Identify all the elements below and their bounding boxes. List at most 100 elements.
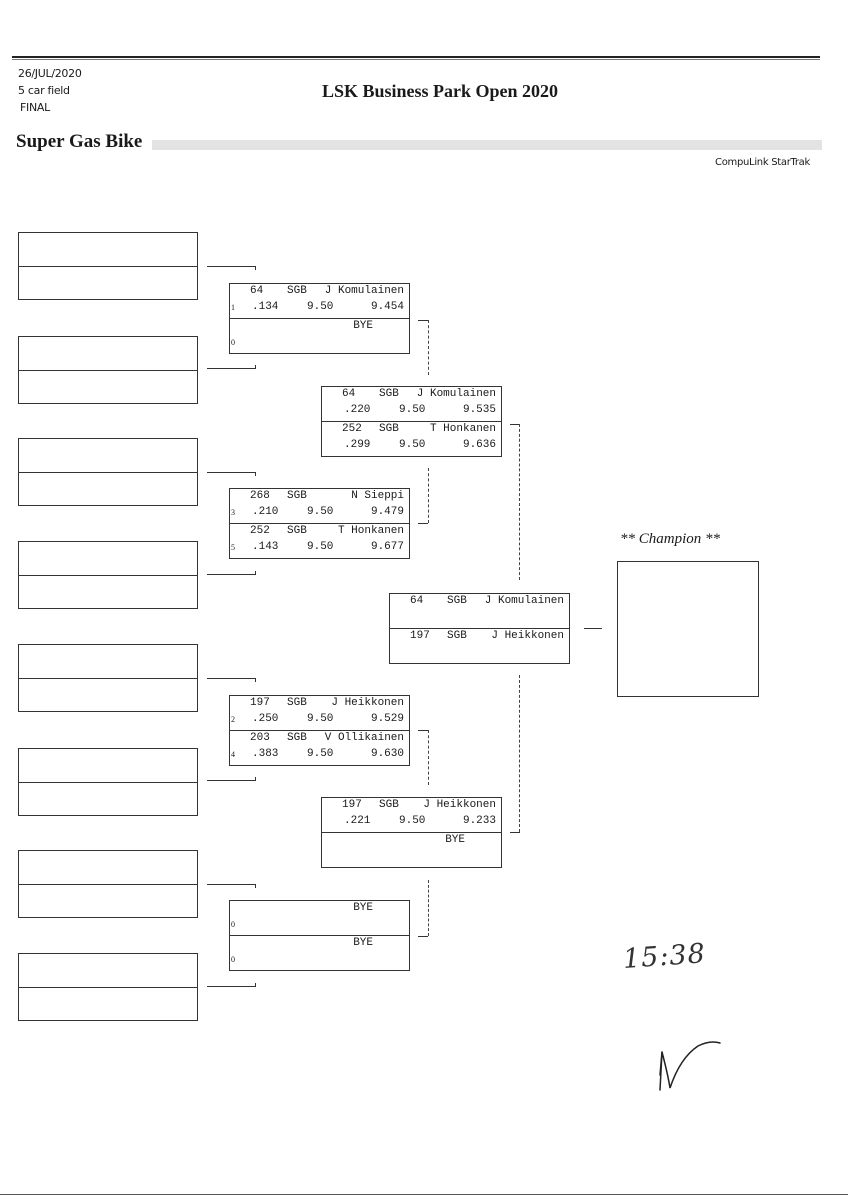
elapsed-time: 9.630 — [370, 748, 404, 760]
class-code: SGB — [447, 595, 467, 607]
dial-in: 9.50 — [399, 815, 426, 827]
dial-in: 9.50 — [307, 713, 334, 725]
bike-number: 252 — [250, 525, 270, 537]
elapsed-time: 9.529 — [370, 713, 404, 725]
entry-slot-line — [19, 233, 197, 267]
elapsed-time: 9.454 — [370, 301, 404, 313]
lane-entry: 2 197 SGB J Heikkonen .250 9.50 9.529 — [230, 696, 409, 730]
rider-name: J Komulainen — [324, 285, 404, 297]
class-code: SGB — [379, 799, 399, 811]
signature-drawing — [659, 1041, 721, 1091]
connector-line — [418, 730, 428, 731]
lane-number: 4 — [231, 750, 235, 759]
signature — [659, 1041, 721, 1091]
bracket-connector — [207, 472, 256, 476]
elapsed-time: 9.479 — [370, 506, 404, 518]
top-rule — [12, 56, 820, 60]
elapsed-time: 9.535 — [462, 404, 496, 416]
connector-line — [584, 628, 602, 629]
dial-in: 9.50 — [307, 301, 334, 313]
champion-box — [617, 561, 759, 697]
dial-in: 9.50 — [399, 404, 426, 416]
bike-number: 197 — [342, 799, 362, 811]
field-size: 5 car field — [18, 84, 70, 97]
class-code: SGB — [287, 697, 307, 709]
reaction-time: .143 — [252, 541, 279, 553]
class-code: SGB — [447, 630, 467, 642]
champion-label: ** Champion ** — [620, 531, 721, 547]
bracket-connector — [207, 365, 256, 369]
elapsed-time: 9.677 — [370, 541, 404, 553]
bike-number: 252 — [342, 423, 362, 435]
bike-number: 64 — [250, 285, 264, 297]
lane-number: 0 — [231, 955, 235, 964]
bracket-connector — [207, 571, 256, 575]
entry-slot — [18, 748, 198, 816]
bike-number: 203 — [250, 732, 270, 744]
entry-slot-line — [19, 542, 197, 576]
entry-slot-line — [19, 337, 197, 371]
bracket-connector — [207, 777, 256, 781]
entry-slot-line — [19, 851, 197, 885]
lane-entry: 0 BYE — [230, 901, 409, 935]
connector-line — [418, 936, 428, 937]
software-label: CompuLink StarTrak — [715, 157, 810, 168]
dashed-connector — [428, 468, 429, 523]
connector-line — [510, 832, 520, 833]
bracket-connector — [207, 678, 256, 682]
class-code: SGB — [287, 525, 307, 537]
bye-label: BYE — [353, 937, 373, 949]
reaction-time: .250 — [252, 713, 279, 725]
event-title: LSK Business Park Open 2020 — [321, 81, 559, 101]
lane-number: 0 — [231, 338, 235, 347]
reaction-time: .221 — [344, 815, 371, 827]
dial-in: 9.50 — [307, 748, 334, 760]
class-code: SGB — [287, 285, 307, 297]
lane-number: 5 — [231, 543, 235, 552]
bracket-connector — [207, 983, 256, 987]
connector-line — [418, 523, 428, 524]
entry-slot — [18, 541, 198, 609]
bike-number: 197 — [410, 630, 430, 642]
reaction-time: .210 — [252, 506, 279, 518]
reaction-time: .299 — [344, 439, 371, 451]
dashed-connector — [428, 320, 429, 375]
elapsed-time: 9.636 — [462, 439, 496, 451]
lane-number: 0 — [231, 920, 235, 929]
entry-slot-line — [19, 439, 197, 473]
rider-name: J Komulainen — [484, 595, 564, 607]
bike-number: 197 — [250, 697, 270, 709]
bracket-connector — [207, 266, 256, 270]
dial-in: 9.50 — [307, 506, 334, 518]
entry-slot-line — [19, 645, 197, 679]
rider-name: N Sieppi — [351, 490, 404, 502]
reaction-time: .383 — [252, 748, 279, 760]
bike-number: 268 — [250, 490, 270, 502]
entry-slot-line — [19, 749, 197, 783]
entry-slot — [18, 232, 198, 300]
connector-line — [510, 424, 520, 425]
class-code: SGB — [287, 490, 307, 502]
lane-number: 1 — [231, 303, 235, 312]
lane-entry: 0 BYE — [230, 935, 409, 970]
reaction-time: .134 — [252, 301, 279, 313]
rider-name: T Honkanen — [429, 423, 496, 435]
lane-number: 2 — [231, 715, 235, 724]
rider-name: J Komulainen — [416, 388, 496, 400]
class-name: Super Gas Bike — [16, 131, 143, 152]
rider-name: J Heikkonen — [331, 697, 404, 709]
bye-label: BYE — [353, 902, 373, 914]
